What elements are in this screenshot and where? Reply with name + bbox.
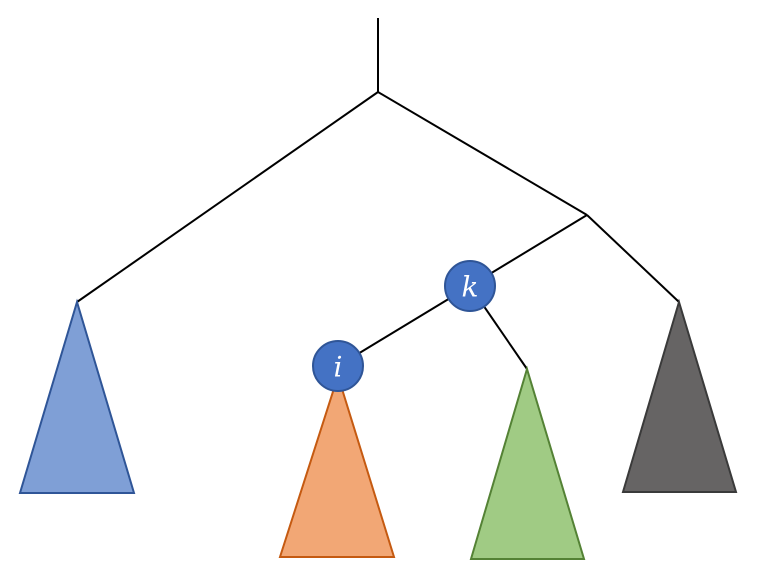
node-k: k (444, 260, 496, 312)
subtree-green-triangle (469, 365, 586, 560)
subtree-gray-triangle (621, 298, 738, 493)
node-k-label: k (462, 271, 479, 304)
node-i: i (312, 340, 364, 392)
edge-branch-to-gray-subtree (586, 214, 680, 303)
subtree-orange-triangle (278, 372, 396, 558)
node-k-circle (444, 260, 496, 312)
edge-root-to-left-subtree (76, 91, 379, 303)
node-i-label: i (334, 351, 343, 384)
tree-edges (76, 18, 680, 370)
edge-root-to-right-branch (377, 91, 588, 216)
node-i-circle (312, 340, 364, 392)
subtrees (18, 298, 738, 560)
subtree-blue-triangle (18, 298, 136, 494)
